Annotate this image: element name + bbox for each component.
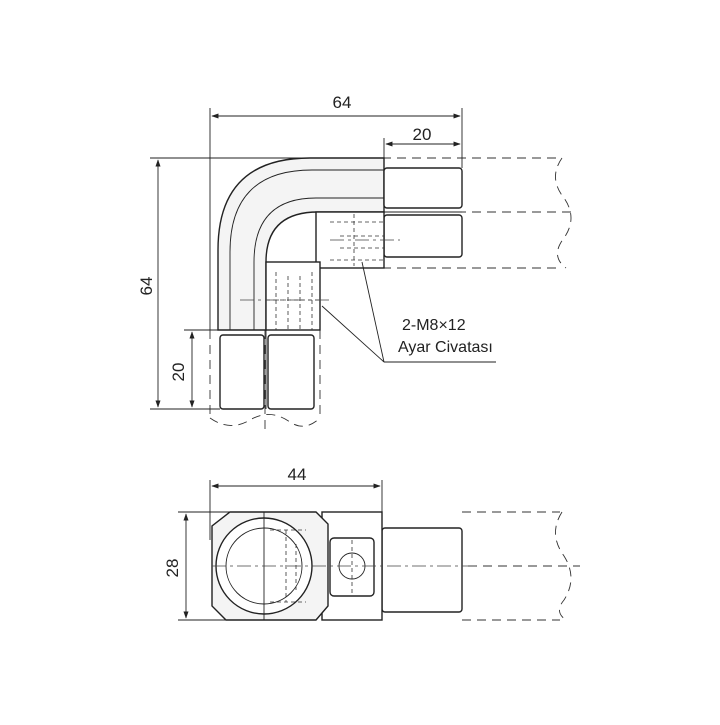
dimension-bottom-width: 44	[209, 465, 383, 540]
dimension-64-height-label: 64	[137, 277, 156, 296]
dimension-top-leg: 20	[383, 125, 461, 158]
elbow-front-view	[211, 511, 580, 621]
dimension-top-width: 64	[209, 93, 463, 330]
callout-line2: Ayar Civatası	[398, 339, 493, 356]
dimension-20-bottom-label: 20	[169, 363, 188, 382]
clamp-right	[315, 167, 463, 269]
phantom-tube-bottom	[209, 330, 321, 432]
dimension-top-height: 64	[137, 157, 310, 410]
dimension-28-label: 28	[163, 559, 182, 578]
clamp-bottom	[219, 261, 321, 410]
callout-adjust-bolt: 2-M8×12 Ayar Civatası	[321, 261, 496, 363]
dimension-bottom-height: 28	[163, 511, 230, 621]
dimension-bottom-leg: 20	[169, 329, 220, 408]
dimension-20-leg-label: 20	[413, 125, 432, 144]
callout-line1: 2-M8×12	[402, 317, 466, 334]
elbow-body	[217, 157, 385, 331]
dimension-64-width-label: 64	[333, 93, 352, 112]
dimension-44-label: 44	[288, 465, 307, 484]
elbow-top-view	[209, 157, 575, 432]
